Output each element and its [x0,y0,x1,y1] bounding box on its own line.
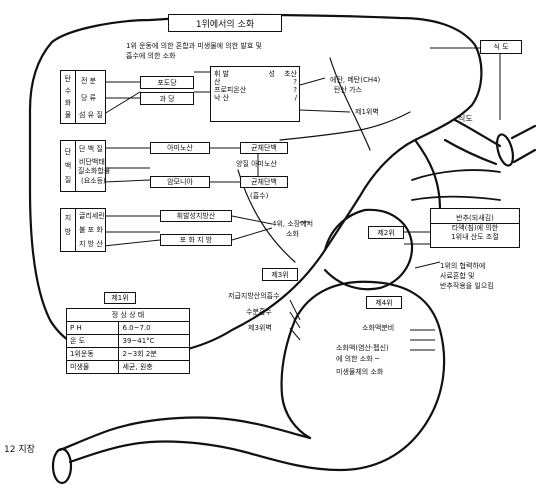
ammonia-box: 암모니아 [150,176,210,188]
duodenum-label: 12 지장 [4,446,35,455]
cond-value: 39~41°C [119,335,190,348]
rumination-line: 타액(침)에 의한 [452,224,498,233]
protein-label-char: 단 [63,145,73,159]
stomach4-item: 소화액(염산·펩신) [336,344,389,353]
cond-value: 2~3회 2분 [119,348,190,361]
esophagus-label: 식도 [458,114,473,123]
vfa-fat-box: 휘발성지방산 [160,210,232,222]
stomach2-note: 반추작용을 일으킴 [440,282,494,291]
cond-table-title: 정 상 상 태 [67,309,190,322]
protein-label-char: 백 [63,159,73,173]
carb-label-char: 물 [63,109,73,121]
gas-note-line: 에탄, 메탄(CH4) [330,76,380,85]
cond-key: 1위운동 [67,348,119,361]
fat-item: 불 포 화 [79,226,103,235]
microbial-protein-box-1: 균체단백 [240,142,288,154]
protein-item: 단 백 질 [79,145,103,154]
fructose-box: 과 당 [140,92,194,105]
fat-group: 지 방 글리세린 불 포 화 지 방 산 [60,208,106,252]
vfa-name: 프로피온산 [214,86,275,94]
cond-value: 6.0~7.0 [119,322,190,335]
carb-label-char: 수 [63,85,73,97]
vfa-value: 초산 [275,70,299,78]
rumination-title: 반추(되새김) [431,214,519,224]
intro-line-1: 1위 운동에 의한 혼합과 미생물에 의한 발효 및 [126,42,262,51]
amino-acid-box: 아미노산 [150,142,210,154]
vfa-name: 산 [214,78,275,86]
absorption-label: (흡수) [250,192,268,201]
quality-amino-acid-label: 양질 아미노산 [236,160,277,169]
esophagus-tube [445,120,500,164]
protein-label-char: 질 [63,173,73,187]
rumination-line: 1위내 산도 조절 [451,233,499,242]
stomach3-item: 수분흡수 [246,308,272,317]
carb-item: 전 분 [81,77,96,86]
protein-item: 비단백태 [79,158,105,167]
vfa-value: ? [275,78,299,86]
stomach2-note: 사료혼합 및 [440,272,474,281]
stomach2-box: 제2위 [368,226,404,239]
glucose-box: 포도당 [140,76,194,89]
carb-item: 당 류 [81,94,96,103]
vfa-value: ? [275,86,299,94]
carb-label-char: 탄 [63,73,73,85]
cond-table-header: 제1위 [104,292,136,304]
stomach3-box: 제3위 [262,268,298,281]
protein-group: 단 백 질 단 백 질 비단백태 질소화합물 (요소등) [60,140,106,192]
fat-item: 지 방 산 [79,240,103,249]
stomach3-item: 제3위벽 [248,324,272,333]
stomach2-outline [325,210,412,289]
vfa-name: 낙 산 [214,94,275,102]
intro-line-2: 흡수에 의한 소화 [126,52,176,61]
rumination-box: 반추(되새김) 타액(침)에 의한 1위내 산도 조절 [430,208,520,248]
microbial-protein-box-2: 균체단백 [240,176,288,188]
fat-note-line: 소화 [286,230,299,239]
protein-item: 질소화합물 [78,167,110,176]
esophagus-box: 식 도 [480,40,522,54]
cond-key: 미생물 [67,361,119,374]
diagram-title: 1위에서의 소화 [168,14,282,32]
stomach4-item: 소화액분비 [362,324,394,333]
fat-label-char: 방 [63,225,73,239]
carb-label-char: 화 [63,97,73,109]
stomach3-item: 저급지방산의흡수 [228,292,280,301]
stomach4-item: 미생물체의 소화 [336,368,383,377]
fat-note-line: 4위, 소장에서 [272,220,313,229]
vfa-value: / [275,94,299,102]
stomach4-item: 에 의한 소화 ─ [336,355,379,364]
protein-item: (요소등) [81,177,106,186]
cond-key: 온 도 [67,335,119,348]
cond-value: 세균, 원충 [119,361,190,374]
fat-label-char: 지 [63,211,73,225]
cond-key: P H [67,322,119,335]
gas-note-line: 탄산 가스 [334,86,362,95]
stomach2-note: 1위의 협력하에 [440,262,485,271]
saturated-fat-box: 포 화 지 방 [160,234,232,246]
carbohydrate-group: 탄 수 화 물 전 분 당 류 섬 유 질 [60,70,106,124]
stomach4-box: 제4위 [366,296,402,309]
vfa-name: 휘 발 [214,70,269,78]
carb-item: 섬 유 질 [79,111,103,120]
fat-item: 글리세린 [79,212,105,221]
rumen-wall-label: 제1위벽 [355,108,379,117]
